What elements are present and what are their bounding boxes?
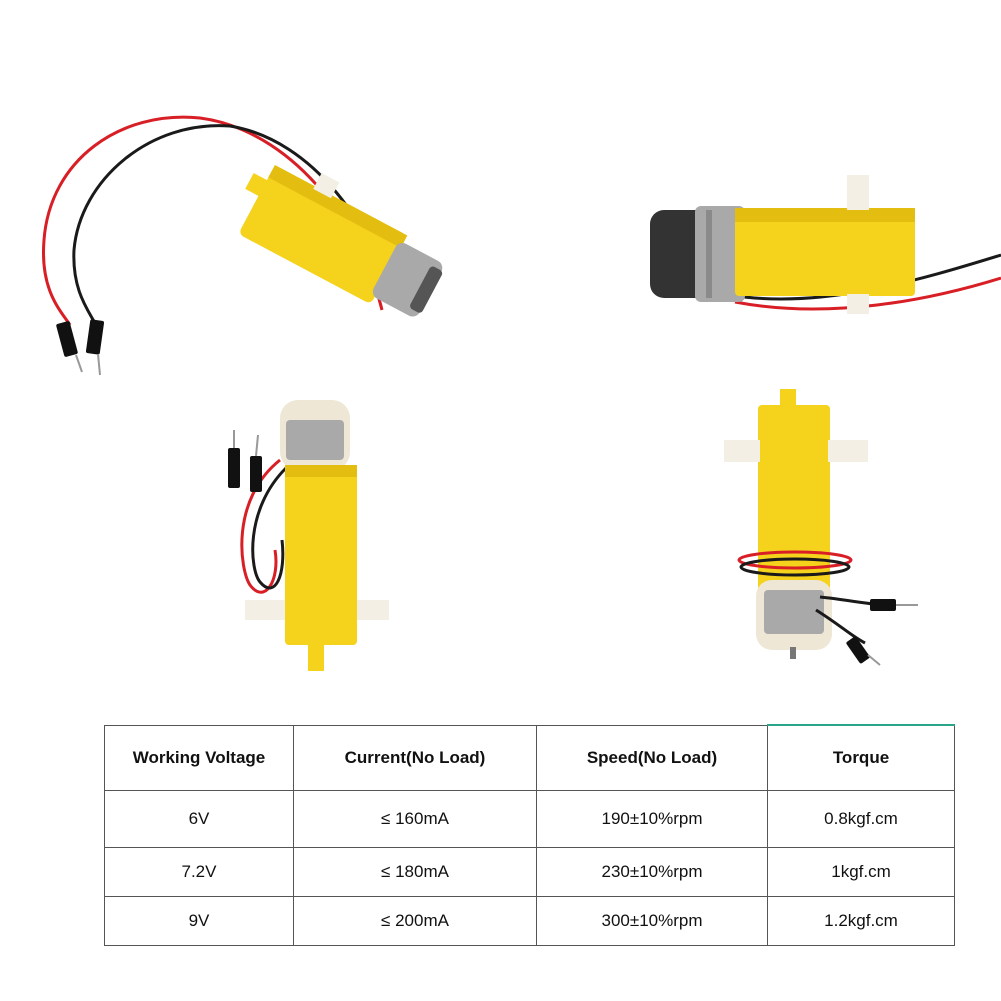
- header-current: Current(No Load): [293, 724, 537, 791]
- cell-current: ≤ 160mA: [293, 790, 537, 848]
- motor-photo-vertical-down: [724, 389, 918, 666]
- cell-voltage: 9V: [104, 896, 294, 946]
- motor-photo-angled: [41, 115, 443, 376]
- cell-speed: 300±10%rpm: [536, 896, 768, 946]
- cell-speed: 230±10%rpm: [536, 847, 768, 897]
- cell-torque: 0.8kgf.cm: [767, 790, 955, 848]
- spec-table: Working Voltage Current(No Load) Speed(N…: [104, 724, 955, 946]
- table-row: 9V ≤ 200mA 300±10%rpm 1.2kgf.cm: [104, 896, 955, 946]
- cell-voltage: 7.2V: [104, 847, 294, 897]
- cell-speed: 190±10%rpm: [536, 790, 768, 848]
- cell-voltage: 6V: [104, 790, 294, 848]
- table-row: 7.2V ≤ 180mA 230±10%rpm 1kgf.cm: [104, 847, 955, 897]
- motor-photo-vertical-up: [228, 400, 389, 671]
- cell-torque: 1kgf.cm: [767, 847, 955, 897]
- motor-photo-side: [650, 175, 1001, 314]
- cell-torque: 1.2kgf.cm: [767, 896, 955, 946]
- spec-header-row: Working Voltage Current(No Load) Speed(N…: [104, 724, 955, 791]
- header-torque: Torque: [767, 724, 955, 791]
- cell-current: ≤ 200mA: [293, 896, 537, 946]
- header-speed: Speed(No Load): [536, 724, 768, 791]
- header-working-voltage: Working Voltage: [104, 724, 294, 791]
- cell-current: ≤ 180mA: [293, 847, 537, 897]
- table-row: 6V ≤ 160mA 190±10%rpm 0.8kgf.cm: [104, 790, 955, 848]
